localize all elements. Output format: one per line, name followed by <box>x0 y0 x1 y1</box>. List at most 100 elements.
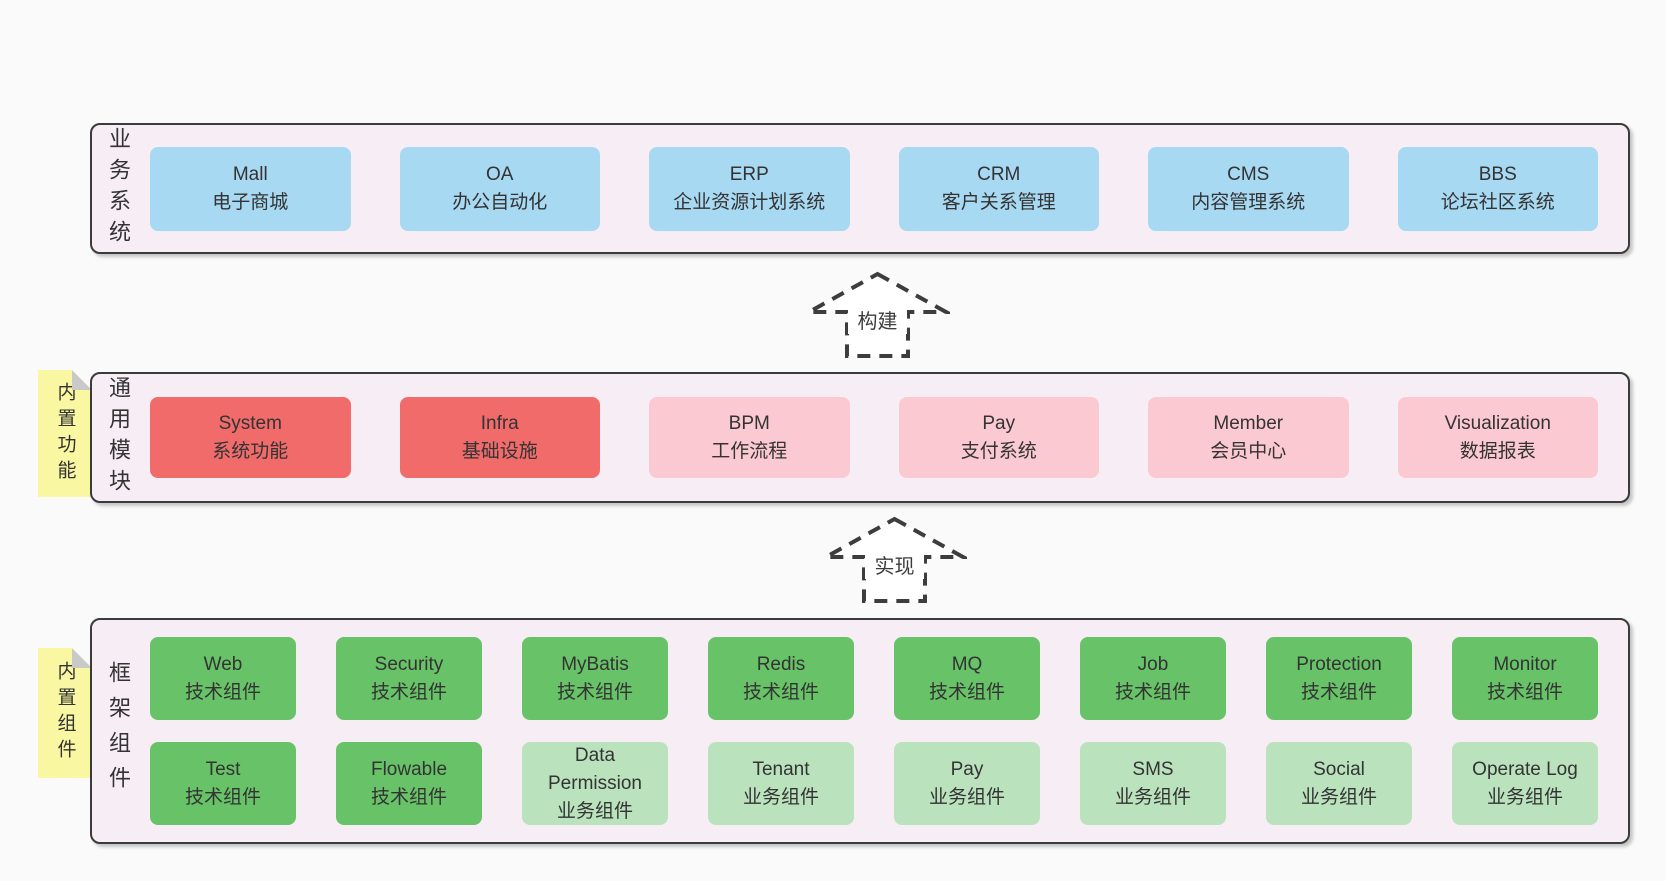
box-title: BPM <box>728 412 770 434</box>
band-rows: System 系统功能 Infra 基础设施 BPM 工作流程 Pay 支付系统 Member 会… <box>150 374 1598 501</box>
band-label-column: 框架组件 <box>92 620 144 842</box>
arrow-label-background <box>848 306 907 334</box>
box-mybatis: MyBatis 技术组件 <box>522 637 668 720</box>
box-subtitle: 技术组件 <box>184 681 261 703</box>
box-title: BBS <box>1478 163 1517 185</box>
box-subtitle: 业务组件 <box>1300 786 1377 808</box>
box-title: Mall <box>232 163 268 185</box>
box-subtitle: 办公自动化 <box>452 191 548 213</box>
box-social: Social 业务组件 <box>1266 742 1412 825</box>
box-subtitle: 业务组件 <box>556 800 633 822</box>
box-subtitle: 技术组件 <box>1486 681 1563 703</box>
module-row: System 系统功能 Infra 基础设施 BPM 工作流程 Pay 支付系统 Member 会… <box>150 397 1598 478</box>
box-title: OA <box>486 163 514 185</box>
box-web: Web 技术组件 <box>150 637 296 720</box>
box-title: Infra <box>480 412 519 434</box>
box-title: Pay <box>950 758 984 780</box>
box-title: Monitor <box>1493 653 1557 675</box>
box-title: CMS <box>1227 163 1270 185</box>
box-subtitle: 客户关系管理 <box>941 191 1056 213</box>
box-subtitle: 技术组件 <box>184 786 261 808</box>
box-title: Protection <box>1296 653 1382 675</box>
band-label: 业务系统 <box>106 126 131 251</box>
note-fold-corner-icon <box>72 370 92 390</box>
band-label-column: 通用模块 <box>92 374 144 501</box>
box-title: Visualization <box>1444 412 1551 434</box>
box-subtitle: 业务组件 <box>742 786 819 808</box>
box-title: Data Permission <box>548 744 642 794</box>
box-mq: MQ 技术组件 <box>894 637 1040 720</box>
box-protection: Protection 技术组件 <box>1266 637 1412 720</box>
box-subtitle: 业务组件 <box>928 786 1005 808</box>
box-sms: SMS 业务组件 <box>1080 742 1226 825</box>
arrow-label-background <box>865 551 924 579</box>
band-common-modules: 通用模块 System 系统功能 Infra 基础设施 BPM 工作流程 Pay 支付系统 Me… <box>90 372 1630 503</box>
box-subtitle: 技术组件 <box>742 681 819 703</box>
box-subtitle: 电子商城 <box>212 191 289 213</box>
box-title: Job <box>1137 653 1169 675</box>
box-title: MyBatis <box>561 653 629 675</box>
box-title: Flowable <box>370 758 448 780</box>
box-subtitle: 技术组件 <box>1300 681 1377 703</box>
note-fold-corner-icon <box>72 648 92 668</box>
box-subtitle: 业务组件 <box>1486 786 1563 808</box>
box-subtitle: 系统功能 <box>212 440 289 462</box>
box-title: Pay <box>982 412 1016 434</box>
box-subtitle: 支付系统 <box>960 440 1037 462</box>
box-pay: Pay 业务组件 <box>894 742 1040 825</box>
box-subtitle: 技术组件 <box>928 681 1005 703</box>
box-subtitle: 技术组件 <box>556 681 633 703</box>
box-title: CRM <box>977 163 1021 185</box>
box-title: Security <box>374 653 444 675</box>
box-title: SMS <box>1132 758 1174 780</box>
box-oa: OA 办公自动化 <box>399 146 600 231</box>
box-crm: CRM 客户关系管理 <box>898 146 1099 231</box>
note-label: 内置功能 <box>54 381 76 486</box>
box-security: Security 技术组件 <box>336 637 482 720</box>
box-title: Web <box>203 653 243 675</box>
note-label: 内置组件 <box>54 661 76 765</box>
arrow-build: 构建 <box>805 270 950 360</box>
band-label: 通用模块 <box>106 375 131 500</box>
box-subtitle: 业务组件 <box>1114 786 1191 808</box>
arrow-label: 实现 <box>875 555 915 578</box>
box-redis: Redis 技术组件 <box>708 637 854 720</box>
box-title: Member <box>1213 412 1284 434</box>
box-title: Test <box>205 758 241 780</box>
band-label: 框架组件 <box>106 661 131 801</box>
box-member: Member 会员中心 <box>1148 397 1349 478</box>
box-infra: Infra 基础设施 <box>399 397 600 478</box>
box-subtitle: 论坛社区系统 <box>1440 191 1555 213</box>
sticky-note-builtin-features: 内置功能 <box>38 370 92 497</box>
box-subtitle: 工作流程 <box>711 440 788 462</box>
box-data-permission: Data Permission 业务组件 <box>522 742 668 825</box>
box-title: MQ <box>951 653 983 675</box>
box-subtitle: 内容管理系统 <box>1191 191 1306 213</box>
box-subtitle: 基础设施 <box>461 440 538 462</box>
box-title: ERP <box>729 163 769 185</box>
box-title: Operate Log <box>1472 758 1578 780</box>
box-title: System <box>218 412 282 434</box>
band-label-column: 业务系统 <box>92 125 144 252</box>
box-title: Redis <box>756 653 806 675</box>
arrow-implement: 实现 <box>822 515 967 605</box>
box-mall: Mall 电子商城 <box>150 146 351 231</box>
box-subtitle: 技术组件 <box>370 681 447 703</box>
box-bpm: BPM 工作流程 <box>649 397 850 478</box>
box-operate-log: Operate Log 业务组件 <box>1452 742 1598 825</box>
box-title: Social <box>1313 758 1365 780</box>
box-subtitle: 会员中心 <box>1210 440 1287 462</box>
box-monitor: Monitor 技术组件 <box>1452 637 1598 720</box>
box-job: Job 技术组件 <box>1080 637 1226 720</box>
box-subtitle: 技术组件 <box>1114 681 1191 703</box>
box-pay: Pay 支付系统 <box>898 397 1099 478</box>
